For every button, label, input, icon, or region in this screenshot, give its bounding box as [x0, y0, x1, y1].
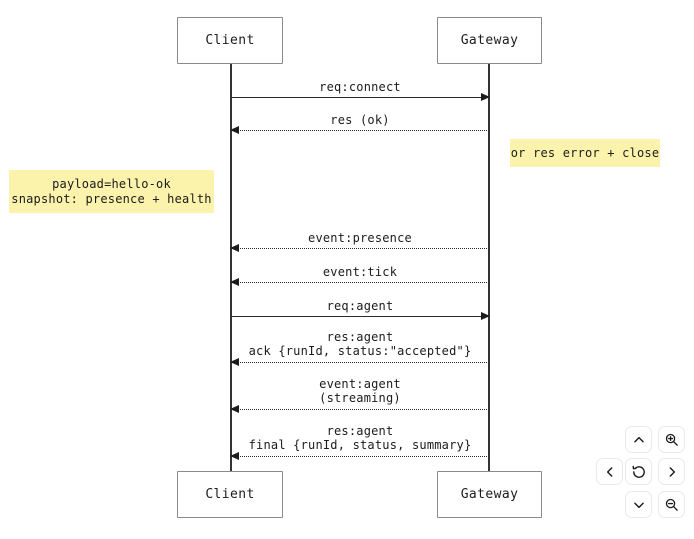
message-label-line1: event:agent [319, 377, 401, 391]
arrow-head-left-icon [230, 451, 239, 460]
chevron-up-icon [633, 436, 644, 442]
chevron-right-icon [669, 466, 675, 477]
reset-view-button[interactable] [625, 458, 652, 485]
participant-client-bottom[interactable]: Client [177, 471, 283, 518]
participant-label: Gateway [460, 33, 519, 48]
viewport-controls [596, 426, 690, 520]
message-line [231, 409, 489, 410]
message-line [231, 362, 489, 363]
note-line-1: or res error + close [510, 145, 660, 160]
participant-client-top[interactable]: Client [177, 17, 283, 64]
message-line [231, 97, 489, 98]
message-label-line1: res:agent [326, 330, 394, 344]
participant-label: Client [205, 487, 255, 502]
chevron-down-icon [633, 502, 644, 508]
message-line [231, 248, 489, 249]
message-line [231, 456, 489, 457]
zoom-in-icon [665, 433, 678, 446]
arrow-head-left-icon [230, 243, 239, 252]
message-line [231, 130, 489, 131]
arrow-head-right-icon [481, 92, 490, 101]
message-label-line2: ack {runId, status:"accepted"} [248, 344, 472, 358]
note-line-2: snapshot: presence + health [11, 191, 212, 206]
arrow-head-left-icon [230, 404, 239, 413]
message-label: res (ok) [330, 113, 390, 127]
message-label-line2: final {runId, status, summary} [248, 438, 472, 452]
participant-label: Client [205, 33, 255, 48]
reset-rotate-icon [632, 465, 645, 478]
message-label: req:agent [326, 299, 394, 313]
message-label: req:connect [319, 80, 401, 94]
participant-gateway-bottom[interactable]: Gateway [437, 471, 542, 518]
message-line [231, 316, 489, 317]
chevron-left-icon [606, 466, 612, 477]
participant-label: Gateway [460, 487, 519, 502]
lifeline-gateway [488, 64, 490, 471]
note-error-close: or res error + close [510, 139, 660, 167]
zoom-in-button[interactable] [658, 426, 685, 453]
participant-gateway-top[interactable]: Gateway [437, 17, 542, 64]
message-label-line1: res:agent [326, 424, 394, 438]
arrow-head-left-icon [230, 277, 239, 286]
note-line-1: payload=hello-ok [52, 176, 171, 191]
zoom-out-button[interactable] [658, 491, 685, 518]
pan-down-button[interactable] [625, 491, 652, 518]
arrow-head-left-icon [230, 357, 239, 366]
message-label: event:presence [308, 231, 412, 245]
arrow-head-left-icon [230, 125, 239, 134]
pan-up-button[interactable] [625, 426, 652, 453]
message-label: event:tick [322, 265, 398, 279]
note-payload: payload=hello-ok snapshot: presence + he… [9, 170, 214, 213]
lifeline-client [230, 64, 232, 471]
message-line [231, 282, 489, 283]
arrow-head-right-icon [481, 311, 490, 320]
zoom-out-icon [665, 498, 678, 511]
pan-right-button[interactable] [658, 458, 685, 485]
pan-left-button[interactable] [596, 458, 623, 485]
message-label-line2: (streaming) [319, 391, 401, 405]
